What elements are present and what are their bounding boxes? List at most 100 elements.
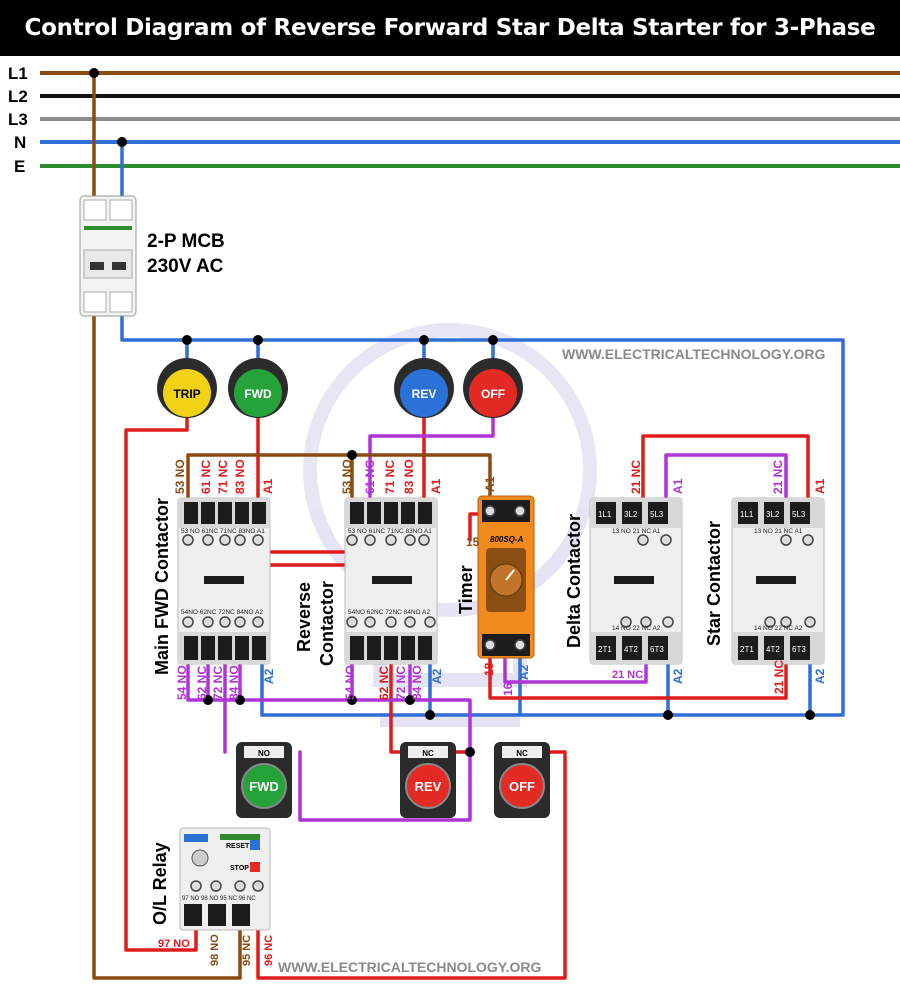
rev-face-bottom: 54NO 62NC 72NC 84NO A2 (348, 609, 430, 616)
fwd-lamp-label: FWD (244, 387, 272, 401)
star-face-t2: 4T2 (766, 645, 780, 654)
n-label: N (14, 133, 26, 152)
fwd-lbl-53: 53 NO (173, 459, 187, 494)
rev-contactor-label-2: Contactor (317, 581, 337, 666)
fwd-lbl-72: 72 NC (211, 666, 225, 700)
rev-lamp-label: REV (412, 387, 437, 401)
fwd-push-button[interactable]: NO FWD (236, 742, 292, 818)
olr-lbl-97: 97 NO (158, 938, 190, 950)
timer-relay: 800SQ-A (477, 495, 535, 659)
star-face-t1: 2T1 (740, 645, 754, 654)
mcb-breaker (79, 195, 137, 317)
timer-lbl-a2: A2 (517, 664, 531, 680)
junction-dots (89, 68, 815, 757)
star-face-t3: 6T3 (792, 645, 806, 654)
overload-relay: RESET STOP 97 NO 98 NO 95 NC 96 NC (179, 827, 271, 931)
rev-contactor-label-1: Reverse (294, 582, 314, 652)
delta-face-p1: 1L1 (598, 510, 612, 519)
fwd-lbl-84: 84 NO (227, 665, 241, 700)
rev-lbl-71: 71 NC (383, 460, 397, 494)
star-lbl-21nc: 21 NC (771, 460, 785, 494)
rev-lbl-83: 83 NO (402, 459, 416, 494)
fwd-button-label: FWD (249, 779, 279, 794)
fwd-button-no: NO (258, 749, 270, 758)
rev-lbl-84: 84 NO (410, 665, 424, 700)
delta-face-t3: 6T3 (650, 645, 664, 654)
olr-face-text: 97 NO 98 NO 95 NC 96 NC (182, 896, 256, 902)
wire-star-delta-red (641, 434, 810, 542)
delta-contactor: 13 NO 21 NC A1 14 NO 22 NC A2 1L1 3L2 5L… (589, 497, 683, 665)
wire-trip-to-olr97 (124, 416, 198, 952)
star-face-bottom: 14 NO 22 NC A2 (754, 625, 803, 632)
l1-label: L1 (8, 64, 28, 83)
fwd-lbl-71: 71 NC (216, 460, 230, 494)
star-face-p1: 1L1 (740, 510, 754, 519)
star-face-top: 13 NO 21 NC A1 (754, 528, 803, 535)
timer-lbl-18: 18 (482, 662, 496, 676)
rev-face-top: 53 NO 61NC 71NC 83NO A1 (348, 528, 432, 535)
fwd-lbl-54: 54 NO (175, 665, 189, 700)
star-contactor-label: Star Contactor (704, 521, 724, 646)
mcb-label-line2: 230V AC (147, 256, 224, 277)
olr-lbl-98: 98 NO (209, 934, 221, 966)
fwd-contactor-label: Main FWD Contactor (152, 498, 172, 675)
title-bar (0, 0, 900, 56)
rev-lbl-a2: A2 (430, 668, 444, 684)
timer-lbl-16: 16 (501, 682, 515, 696)
l2-label: L2 (8, 87, 28, 106)
timer-model: 800SQ-A (490, 535, 524, 544)
off-push-button[interactable]: NC OFF (494, 742, 550, 818)
timer-label: Timer (456, 565, 476, 614)
rev-lamp: REV (394, 358, 454, 418)
e-label: E (14, 157, 25, 176)
olr-label: O/L Relay (150, 842, 170, 925)
wire-off-button-olr96 (256, 750, 567, 980)
delta-face-bottom: 14 NO 22 NC A2 (612, 625, 661, 632)
main-fwd-contactor: 53 NO 61NC 71NC 83NO A1 54NO 62NC 72NC 8… (177, 497, 271, 665)
l3-label: L3 (8, 110, 28, 129)
off-lamp-label: OFF (481, 387, 505, 401)
fwd-face-top: 53 NO 61NC 71NC 83NO A1 (181, 528, 265, 535)
delta-face-top: 13 NO 21 NC A1 (612, 528, 661, 535)
reverse-contactor: 53 NO 61NC 71NC 83NO A1 54NO 62NC 72NC 8… (344, 497, 438, 665)
rev-button-label: REV (415, 779, 442, 794)
star-face-p2: 3L2 (766, 510, 780, 519)
rev-lbl-61: 61 NC (363, 460, 377, 494)
olr-lbl-96: 96 NC (263, 935, 275, 966)
fwd-lbl-a2: A2 (262, 668, 276, 684)
delta-face-t1: 2T1 (598, 645, 612, 654)
supply-lines: L1 L2 L3 N E (8, 64, 900, 176)
fwd-lbl-61: 61 NC (199, 460, 213, 494)
trip-lamp: TRIP (157, 358, 217, 418)
timer-lbl-a1: A1 (483, 476, 497, 492)
fwd-lbl-83: 83 NO (233, 459, 247, 494)
delta-face-t2: 4T2 (624, 645, 638, 654)
delta-lbl-a2: A2 (671, 668, 685, 684)
star-lbl-a1: A1 (813, 478, 827, 494)
wire-fwd-54-bus (186, 623, 472, 822)
olr-reset: RESET (226, 843, 250, 850)
rev-button-nc: NC (422, 749, 434, 758)
rev-lbl-72: 72 NC (394, 666, 408, 700)
rev-push-button[interactable]: NC REV (400, 742, 456, 818)
delta-face-p3: 5L3 (650, 510, 664, 519)
olr-stop: STOP (230, 865, 249, 872)
off-button-label: OFF (509, 779, 535, 794)
watermark-top: WWW.ELECTRICALTECHNOLOGY.ORG (562, 346, 825, 362)
watermark-bottom: WWW.ELECTRICALTECHNOLOGY.ORG (278, 959, 541, 975)
delta-lbl-21nc-b: 21 NC (612, 669, 643, 681)
delta-face-p2: 3L2 (624, 510, 638, 519)
star-lbl-21nc-b: 21 NC (772, 660, 786, 694)
fwd-lbl-62: 62 NC (195, 666, 209, 700)
rev-lbl-54: 54 NO (343, 665, 357, 700)
star-contactor: 13 NO 21 NC A1 14 NO 22 NC A2 1L1 3L2 5L… (731, 497, 825, 665)
delta-lbl-a1: A1 (671, 478, 685, 494)
fwd-face-bottom: 54NO 62NC 72NC 84NO A2 (181, 609, 263, 616)
star-face-p3: 5L3 (792, 510, 806, 519)
wire-off-lamp-rev61 (368, 416, 495, 542)
delta-lbl-21nc: 21 NC (629, 460, 643, 494)
rev-lbl-a1: A1 (429, 478, 443, 494)
olr-lbl-95: 95 NC (241, 935, 253, 966)
off-button-nc: NC (516, 749, 528, 758)
